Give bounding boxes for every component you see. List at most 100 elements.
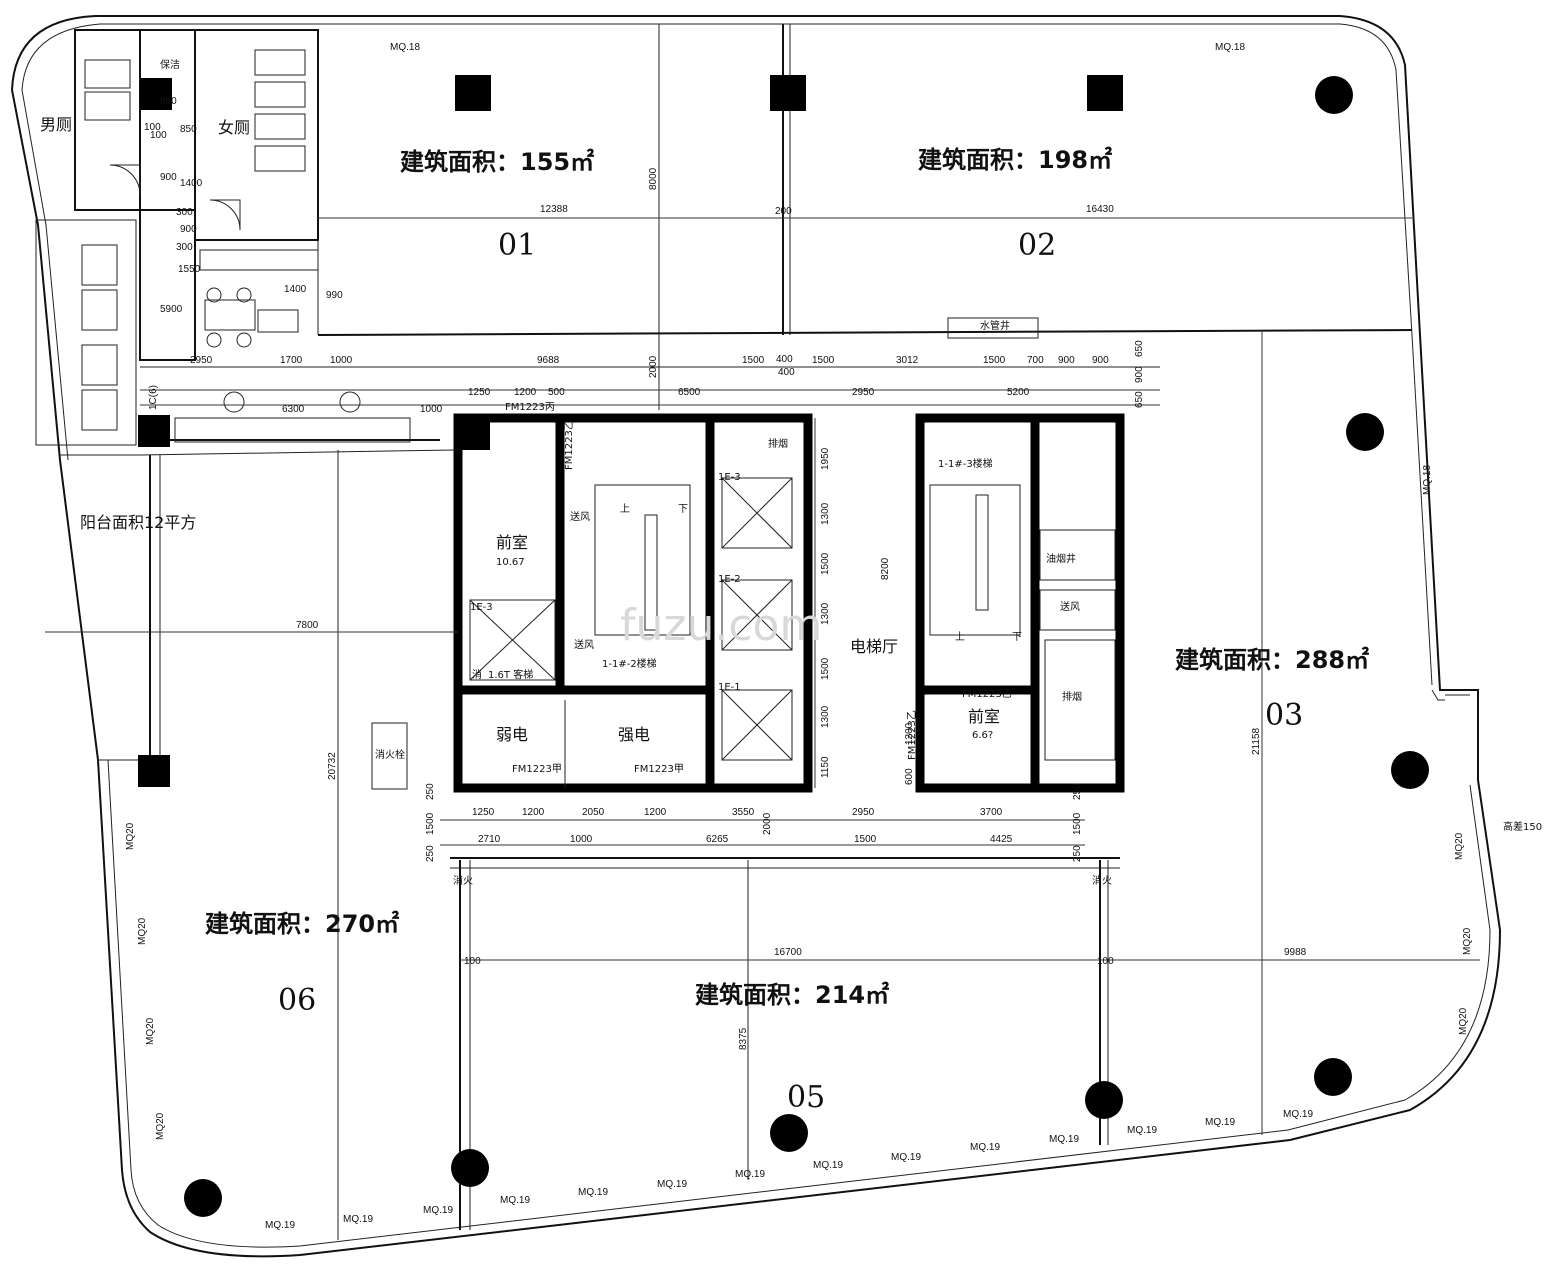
dim-top-band-8: 1500	[983, 355, 1006, 366]
door-fm-top: FM1223丙	[505, 402, 555, 413]
mq19-3: MQ.19	[423, 1205, 453, 1216]
dim-core-top-3: 6500	[678, 387, 701, 398]
stair-1-down: 下	[678, 504, 688, 515]
smoke-exhaust-2-label: 排烟	[1062, 690, 1082, 703]
mq20-right-2: MQ20	[1462, 927, 1473, 955]
dim-elevator-vertical-4: 1500	[820, 657, 831, 680]
dim-top-band-0: 2950	[190, 355, 213, 366]
mq19-2: MQ.19	[343, 1214, 373, 1225]
mq20-left-2: MQ20	[137, 917, 148, 945]
dim-elevator-vertical-5: 1300	[820, 705, 831, 728]
stair-1-up: 上	[620, 503, 630, 515]
anteroom-2-label: 前室	[968, 707, 1000, 726]
dim-unit-02-width: 16430	[1086, 204, 1114, 215]
elevator-hall-label: 电梯厅	[850, 637, 898, 656]
unit-01-id: 01	[498, 228, 536, 263]
mq19-4: MQ.19	[500, 1195, 530, 1206]
dim-unit-05-width: 16700	[774, 947, 802, 958]
dim-core-right-vertical-2: 250	[1072, 845, 1083, 862]
cleaning-label: 保洁	[160, 58, 180, 71]
mq19-1: MQ.19	[265, 1220, 295, 1231]
dim-left-washroom-5: 300	[176, 207, 193, 218]
dim-unit-01-height: 8000	[648, 167, 659, 190]
dim-core-bottom-1-5: 2950	[852, 807, 875, 818]
mq19-14: MQ.19	[1283, 1109, 1313, 1120]
mq20-right-1: MQ20	[1454, 832, 1465, 860]
dim-core-bottom-2-3: 1500	[854, 834, 877, 845]
dim-right-small-vertical-1: 900	[1134, 366, 1145, 383]
mq19-9: MQ.19	[891, 1152, 921, 1163]
anteroom-1-label: 前室	[496, 533, 528, 552]
stair-2-down: 下	[1012, 632, 1022, 643]
door-fm-left-vertical: FM1223乙	[563, 420, 575, 470]
mq19-11: MQ.19	[1049, 1134, 1079, 1145]
oil-smoke-shaft-label: 油烟井	[1046, 552, 1076, 565]
mens-wc-label: 男厕	[40, 115, 72, 134]
stair-2-label: 1-1#-3楼梯	[938, 457, 993, 470]
fire-elevator-note: 1.6T 客梯	[488, 668, 533, 681]
stair-1-label: 1-1#-2楼梯	[602, 657, 657, 670]
smoke-exhaust-1-label: 排烟	[768, 437, 788, 450]
room-labels: 男厕 女厕 阳台面积12平方 电梯厅 前室 10.67 前室 6.6? 弱电 强…	[40, 58, 1542, 887]
dim-elevator-vertical-0: 1950	[820, 447, 831, 470]
balcony-label: 阳台面积12平方	[80, 513, 196, 532]
mq19-7: MQ.19	[735, 1169, 765, 1180]
mq19-6: MQ.19	[657, 1179, 687, 1190]
mq19-13: MQ.19	[1205, 1117, 1235, 1128]
dim-top-band-9: 700	[1027, 355, 1044, 366]
stair-2-up: 上	[955, 631, 965, 643]
unit-03-area: 建筑面积：288㎡	[1175, 646, 1369, 674]
dim-core-top-5: 5200	[1007, 387, 1030, 398]
dim-left-washroom-6: 900	[180, 224, 197, 235]
hydrant-left-label: 消火栓	[375, 748, 405, 761]
mq18-top-left: MQ.18	[390, 42, 420, 53]
dim-core-left-vertical-2: 250	[425, 845, 436, 862]
dim-top-band-2: 1000	[330, 355, 353, 366]
dim-top-band-3: 9688	[537, 355, 560, 366]
dim-elevator-vertical-2: 1500	[820, 552, 831, 575]
unit-03-id: 03	[1265, 698, 1303, 733]
dim-core-right-vertical-0: 250	[1072, 783, 1083, 800]
dim-left-washroom-0: 800	[160, 96, 177, 107]
dim-top-band-11: 900	[1092, 355, 1109, 366]
unit-06-id: 06	[278, 983, 316, 1018]
dim-core-bottom-1-6: 3700	[980, 807, 1003, 818]
dim-core-top-2: 500	[548, 387, 565, 398]
unit-06-area: 建筑面积：270㎡	[205, 910, 399, 938]
elevator-3-label: 1E-3	[718, 472, 741, 483]
dim-mark-100: 100	[144, 122, 161, 133]
fire-elevator-label: 1E-3	[470, 602, 493, 613]
door-fm-weak: FM1223甲	[512, 764, 562, 775]
dim-left-washroom-7: 300	[176, 242, 193, 253]
columns	[138, 75, 1429, 1217]
dim-pantry-gap: 1000	[420, 404, 443, 415]
dim-core-left-vertical-1: 1500	[425, 812, 436, 835]
air-supply-2-label: 送风	[574, 638, 594, 651]
dim-core-bottom-2-0: 2710	[478, 834, 501, 845]
mq19-12: MQ.19	[1127, 1125, 1157, 1136]
dim-core-bottom-1-3: 1200	[644, 807, 667, 818]
unit-labels: 建筑面积：155㎡ 01 建筑面积：198㎡ 02 建筑面积：288㎡ 03 建…	[205, 146, 1369, 1115]
dimension-labels: 12388 16430 8000 200 2000 2000 6300 1C(6…	[144, 122, 1307, 1050]
dim-elevator-vertical-6: 1150	[820, 756, 831, 778]
dim-left-washroom-3: 900	[160, 172, 177, 183]
dim-unit-03-height: 21158	[1251, 727, 1262, 755]
mq20-left-4: MQ20	[155, 1112, 166, 1140]
dim-elevator-vertical-3: 1300	[820, 602, 831, 625]
core	[371, 317, 1125, 793]
elevator-1-label: 1E-1	[718, 682, 741, 693]
mq19-8: MQ.19	[813, 1160, 843, 1171]
dim-core-bottom-1-2: 2050	[582, 807, 605, 818]
ramp-note: 高差150	[1503, 820, 1542, 833]
dim-left-washroom-8: 1550	[178, 264, 201, 275]
dim-top-band-5: 400	[778, 367, 795, 378]
door-fm-strong: FM1223甲	[634, 764, 684, 775]
weak-power-label: 弱电	[496, 725, 528, 744]
dim-small-400: 400	[776, 354, 793, 365]
door-tags: FM1223丙 FM1223乙 FM1223甲 FM1223甲 FM1223乙 …	[505, 402, 1012, 775]
dim-core-bottom-2-2: 6265	[706, 834, 729, 845]
dim-pantry-height: 1C(6)	[148, 385, 159, 410]
mq20-left-1: MQ20	[125, 822, 136, 850]
dim-core-top-0: 1250	[468, 387, 491, 398]
